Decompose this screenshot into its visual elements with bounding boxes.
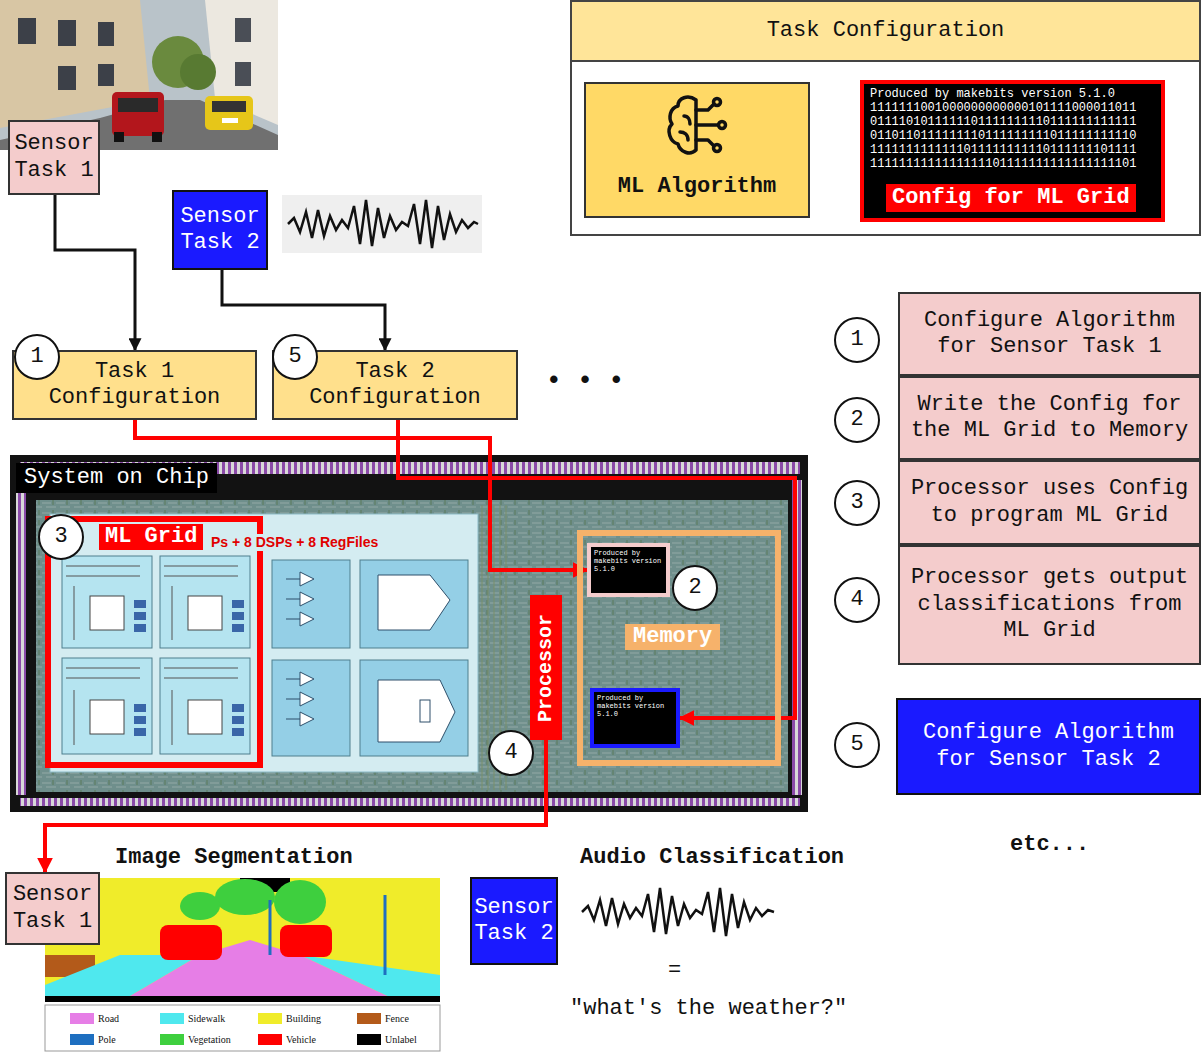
legend-text: Road	[98, 1013, 119, 1025]
callout-number: 5	[272, 334, 318, 380]
node-text: Sensor Task 2	[176, 204, 264, 257]
legend-swatch	[160, 1013, 184, 1024]
legend-frame	[45, 1005, 440, 1051]
chip-layout	[10, 455, 808, 812]
node-text: Sensor Task 1	[9, 882, 96, 935]
callout-number: 5	[834, 722, 880, 768]
step-box: Processor gets output classifications fr…	[898, 545, 1201, 665]
algorithm-box: ML Algorithm	[584, 82, 810, 218]
node-text: 1111111111111111101111111111111111101	[870, 157, 1136, 171]
node-text: Memory	[625, 624, 720, 650]
node-text: Sensor Task 1	[12, 131, 96, 184]
legend-swatch	[258, 1034, 282, 1045]
sensor-box: Sensor Task 2	[172, 190, 268, 270]
callout-number: 3	[38, 514, 84, 560]
config-panel: Task Configuration ML Algorithm Produced b…	[570, 0, 1201, 236]
step-box: Configure Algorithm for Sensor Task 1	[898, 292, 1201, 376]
brain-circuit-icon	[669, 97, 725, 153]
node-text: 4	[850, 589, 863, 611]
callout-number: 4	[488, 730, 534, 776]
node-text: Ps + 8 DSPs + 8 RegFiles	[209, 534, 380, 551]
node-text: Processor gets output classifications fr…	[908, 565, 1191, 644]
node-text: Produced by makebits version 5.1.0	[597, 694, 673, 718]
connector-arrow	[398, 420, 795, 718]
node-text: Write the Config for the ML Grid to Memo…	[908, 392, 1191, 445]
node-text: 3	[54, 526, 67, 548]
transcript-text: "what's the weather?"	[570, 996, 847, 1022]
legend-text: Pole	[98, 1034, 116, 1046]
ml-grid-region: ML GridPs + 8 DSPs + 8 RegFiles3	[45, 516, 263, 768]
node-text: ML Algorithm	[618, 174, 776, 200]
legend-text: Fence	[385, 1013, 409, 1025]
step-box: Processor uses Config to program ML Grid	[898, 460, 1201, 545]
node-text: 4	[504, 742, 517, 764]
legend-swatch	[160, 1034, 184, 1045]
node-text: 1	[30, 346, 43, 368]
node-text: 5	[288, 346, 301, 368]
processor-bar: Processor	[530, 595, 562, 740]
node-text: 2	[850, 409, 863, 431]
legend-swatch	[357, 1034, 381, 1045]
config-block: Produced by makebits version 5.1.0	[587, 543, 670, 597]
legend-text: Vegetation	[188, 1034, 231, 1046]
node-text: Processor	[534, 613, 558, 721]
node-text: ML Grid	[99, 524, 203, 550]
audio-waveform	[282, 195, 482, 253]
callout-number: 4	[834, 577, 880, 623]
connector-arrow	[55, 195, 135, 350]
terminal-box: Produced by makebits version 5.1.0111111…	[860, 80, 1165, 222]
callout-number: 1	[14, 334, 60, 380]
node-text: Produced by makebits version 5.1.0	[870, 87, 1115, 101]
config-block: Produced by makebits version 5.1.0	[590, 688, 680, 748]
legend-text: Building	[286, 1013, 321, 1025]
sensor-box: Sensor Task 2	[470, 877, 558, 965]
legend-text: Sidewalk	[188, 1013, 225, 1025]
legend-swatch	[70, 1034, 94, 1045]
node-text: 3	[850, 492, 863, 514]
memory-region: MemoryProduced by makebits version 5.1.0…	[577, 530, 781, 766]
legend-text: Vehicle	[286, 1034, 316, 1046]
audio-waveform	[582, 888, 774, 936]
legend-swatch	[70, 1013, 94, 1024]
callout-number: 2	[834, 397, 880, 443]
connector-arrow	[45, 740, 546, 872]
node-text: Config for ML Grid	[886, 184, 1136, 212]
ellipsis: • • •	[546, 366, 624, 397]
note-text: etc...	[1010, 832, 1089, 858]
callout-number: 2	[672, 565, 718, 611]
sensor-box: Sensor Task 1	[8, 120, 100, 195]
node-text: Sensor Task 2	[474, 895, 554, 948]
legend-text: Unlabel	[385, 1034, 417, 1046]
node-text: Configure Algorithm for Sensor Task 1	[908, 308, 1191, 361]
node-text: Configure Algorithm for Sensor Task 2	[906, 720, 1191, 773]
equals-sign: =	[668, 958, 681, 984]
node-text: 5	[850, 734, 863, 756]
section-heading: Image Segmentation	[115, 845, 353, 871]
callout-number: 1	[834, 317, 880, 363]
node-text: System on Chip	[16, 463, 217, 493]
node-text: 2	[688, 577, 701, 599]
segmentation-image	[45, 878, 440, 1002]
legend-swatch	[258, 1013, 282, 1024]
node-text: 1	[850, 329, 863, 351]
legend-swatch	[357, 1013, 381, 1024]
sensor-box: Sensor Task 1	[5, 872, 100, 945]
node-text: Task Configuration	[572, 2, 1199, 62]
node-text: 1111111111111011111111110111111101111	[870, 143, 1136, 157]
step-box: Configure Algorithm for Sensor Task 2	[896, 698, 1201, 795]
callout-number: 3	[834, 480, 880, 526]
node-text: 0110110111111110111111111011111111110	[870, 129, 1136, 143]
section-heading: Audio Classification	[580, 845, 844, 871]
node-text: 0111101011111101111111110111111111111	[870, 115, 1136, 129]
node-text: Produced by makebits version 5.1.0	[594, 549, 663, 573]
node-text: 1111111001000000000000101111000011011	[870, 101, 1136, 115]
step-box: Write the Config for the ML Grid to Memo…	[898, 376, 1201, 460]
chip-region: System on ChipML GridPs + 8 DSPs + 8 Reg…	[10, 455, 808, 812]
node-text: Processor uses Config to program ML Grid	[908, 476, 1191, 529]
